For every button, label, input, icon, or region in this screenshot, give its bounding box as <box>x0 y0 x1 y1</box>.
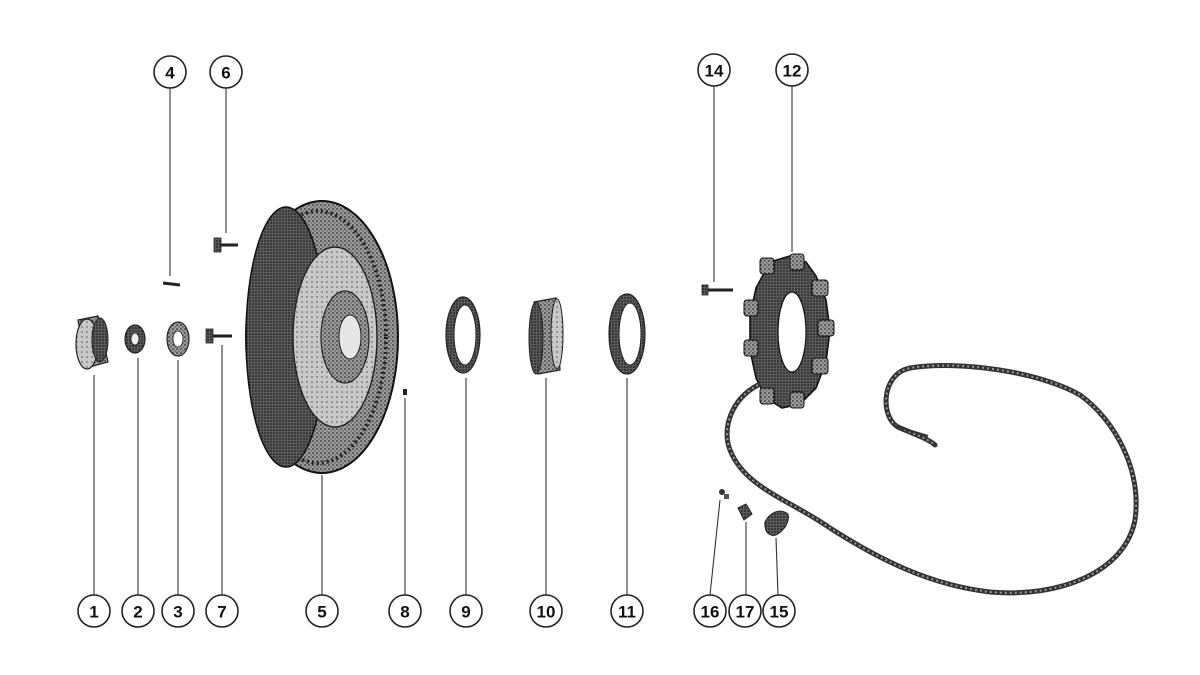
callout-3: 3 <box>161 594 195 628</box>
callout-15: 15 <box>762 594 796 628</box>
part-14-screw <box>701 284 733 296</box>
part-12-stator <box>743 253 835 409</box>
part-8-key <box>403 389 407 395</box>
callout-9-label: 9 <box>461 603 470 622</box>
part-17-clip <box>737 503 753 521</box>
callout-10-label: 10 <box>537 603 556 622</box>
callout-2-label: 2 <box>133 603 142 622</box>
stator-wire-harness <box>724 363 1139 596</box>
callout-6: 6 <box>209 55 243 89</box>
callout-7: 7 <box>205 594 239 628</box>
callout-7-label: 7 <box>217 603 226 622</box>
part-7-screw <box>205 328 232 344</box>
callout-16: 16 <box>693 594 727 628</box>
part-9-ring <box>445 296 481 374</box>
callout-8: 8 <box>388 594 422 628</box>
callout-2: 2 <box>121 594 155 628</box>
callout-10: 10 <box>529 594 563 628</box>
part-16-screw <box>719 489 729 499</box>
callout-9: 9 <box>449 594 483 628</box>
callout-11: 11 <box>610 594 644 628</box>
callout-12-label: 12 <box>783 62 802 81</box>
callout-11-label: 11 <box>618 603 636 622</box>
callout-5-label: 5 <box>317 603 326 622</box>
callout-3-label: 3 <box>173 603 182 622</box>
part-10-bearing <box>528 297 564 375</box>
part-2-nut <box>124 324 146 354</box>
callout-5: 5 <box>305 594 339 628</box>
part-5-flywheel <box>245 200 399 474</box>
callout-8-label: 8 <box>400 603 409 622</box>
leader-lines <box>93 86 793 596</box>
callout-4-label: 4 <box>165 64 175 83</box>
callout-12: 12 <box>775 53 809 87</box>
callout-1: 1 <box>77 594 111 628</box>
callout-14-label: 14 <box>705 62 724 81</box>
callout-17: 17 <box>728 594 762 628</box>
callout-16-label: 16 <box>701 603 720 622</box>
callout-6-label: 6 <box>221 64 230 83</box>
callout-1-label: 1 <box>89 603 98 622</box>
part-4-pin <box>162 281 181 287</box>
callout-17-label: 17 <box>736 603 755 622</box>
part-15-clamp <box>764 510 789 536</box>
part-6-screw <box>213 237 238 253</box>
part-11-seal-ring <box>608 293 646 375</box>
part-1-cap <box>75 315 109 370</box>
callout-4: 4 <box>153 55 187 89</box>
part-3-washer <box>166 321 190 357</box>
callout-14: 14 <box>697 53 731 87</box>
callout-15-label: 15 <box>770 603 789 622</box>
